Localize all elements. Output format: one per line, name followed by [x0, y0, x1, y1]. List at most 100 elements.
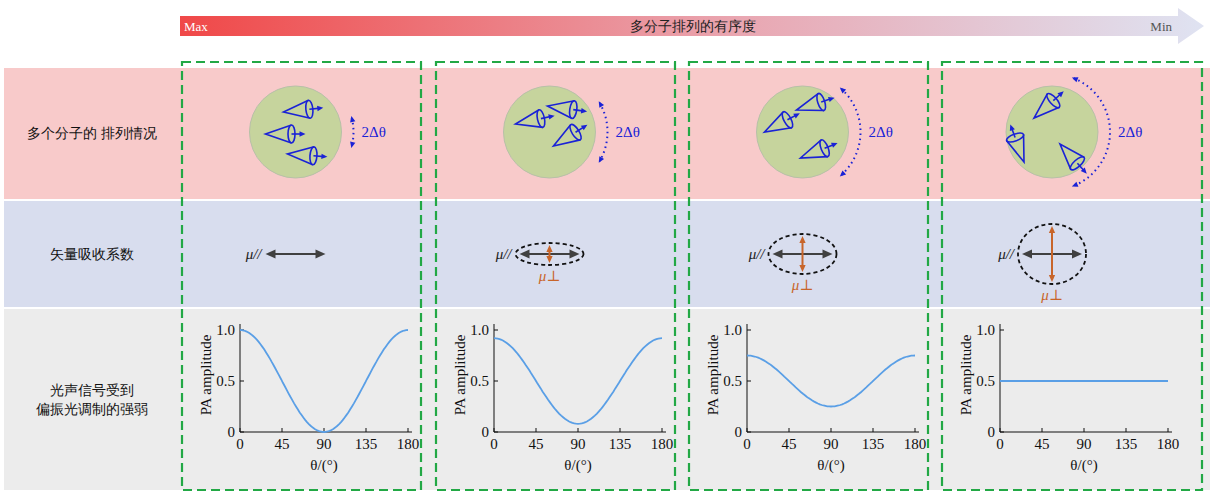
y-axis-title: PA amplitude [959, 335, 974, 416]
column-frame [182, 62, 421, 490]
pa-curve [747, 356, 915, 407]
arrow-head [520, 250, 530, 259]
x-axis-title: θ/(°) [310, 458, 337, 473]
x-axis [494, 432, 666, 433]
tick [1126, 428, 1127, 432]
scale-title: 多分子排列的有序度 [630, 19, 756, 33]
gradient-arrow [180, 8, 1204, 44]
y-axis [747, 324, 748, 432]
y-tick-label: 0.5 [216, 374, 235, 389]
x-tick-label: 45 [529, 437, 544, 452]
arrow-head [828, 97, 835, 102]
mu-parallel-label: μ// [998, 247, 1014, 262]
arrow-head [570, 250, 580, 259]
column-frame [689, 62, 928, 490]
tick [831, 428, 832, 432]
tick [494, 330, 498, 331]
tick [282, 428, 283, 432]
y-axis-title: PA amplitude [453, 335, 468, 416]
perpendicular-vector [802, 242, 804, 266]
scale-end: Max [184, 20, 208, 33]
arrow-head [840, 88, 846, 94]
arrow-head [300, 131, 306, 136]
arrow-head [599, 101, 604, 108]
column-frame [436, 62, 675, 490]
tick [536, 428, 537, 432]
tick [747, 428, 748, 432]
y-tick-label: 0.5 [723, 374, 742, 389]
angle-spread-arc [600, 103, 608, 161]
arrow-head [799, 236, 805, 243]
y-tick-label: 0.5 [470, 374, 489, 389]
y-axis [1000, 324, 1001, 432]
tick [494, 381, 498, 382]
tick [747, 381, 751, 382]
x-tick-label: 45 [782, 437, 797, 452]
y-tick-label: 0 [228, 425, 236, 440]
x-tick-label: 180 [651, 437, 674, 452]
tick [494, 428, 495, 432]
arrow-head [1049, 226, 1055, 233]
arrow-head [1057, 91, 1063, 97]
arrow-head [793, 113, 800, 118]
perpendicular-vector [1051, 232, 1053, 276]
x-tick-label: 135 [609, 437, 632, 452]
arrow-head [1049, 275, 1055, 282]
tick [662, 428, 663, 432]
row-heading: 矢量吸收系数 [26, 245, 158, 264]
x-axis-title: θ/(°) [564, 458, 591, 473]
x-tick-label: 135 [862, 437, 885, 452]
arrow-head [1081, 167, 1087, 173]
tick [408, 428, 409, 432]
tick [1168, 428, 1169, 432]
y-axis-title: PA amplitude [706, 335, 721, 416]
tick [1084, 428, 1085, 432]
arrow-head [548, 114, 554, 119]
y-tick-label: 0 [988, 425, 996, 440]
absorption-ellipse [769, 234, 837, 274]
arrow-head [581, 125, 588, 130]
x-tick-label: 180 [904, 437, 927, 452]
parallel-vector [274, 253, 318, 255]
column-group [436, 62, 675, 490]
angle-spread-label: 2Δθ [1118, 125, 1142, 140]
x-tick-label: 0 [236, 437, 244, 452]
arrow-head [350, 141, 355, 147]
row-band: 光声信号受到 偏振光调制的强弱 [4, 309, 1210, 490]
y-axis [494, 324, 495, 432]
tick [1042, 428, 1043, 432]
arrow-head [1072, 77, 1079, 82]
molecule-ensemble [250, 86, 342, 178]
arrow-head [1022, 250, 1032, 259]
x-tick-label: 90 [571, 437, 586, 452]
x-tick-label: 90 [1077, 437, 1092, 452]
tick [1000, 330, 1004, 331]
x-tick-label: 45 [1035, 437, 1050, 452]
tick [747, 432, 751, 433]
tick [366, 428, 367, 432]
absorption-ellipse [516, 243, 584, 265]
y-axis [240, 324, 241, 432]
tick [494, 432, 498, 433]
mu-parallel-label: μ// [496, 247, 512, 262]
order-arrow-banner: Max多分子排列的有序度Min [180, 8, 1206, 44]
x-tick-label: 90 [824, 437, 839, 452]
mu-perp-label: μ⊥ [539, 269, 561, 284]
arrow-head [599, 156, 604, 163]
mu-parallel-label: μ// [246, 247, 262, 262]
column-group [942, 62, 1202, 490]
tick [789, 428, 790, 432]
pa-curve [240, 330, 408, 432]
y-tick-label: 0.5 [976, 374, 995, 389]
molecule-ensemble [504, 86, 596, 178]
pa-curve [494, 338, 662, 424]
row-heading: 多个分子的 排列情况 [26, 124, 158, 143]
tick [1000, 432, 1004, 433]
x-tick-label: 90 [317, 437, 332, 452]
arrow-head [1072, 250, 1082, 259]
tick [873, 428, 874, 432]
x-tick-label: 180 [1157, 437, 1180, 452]
